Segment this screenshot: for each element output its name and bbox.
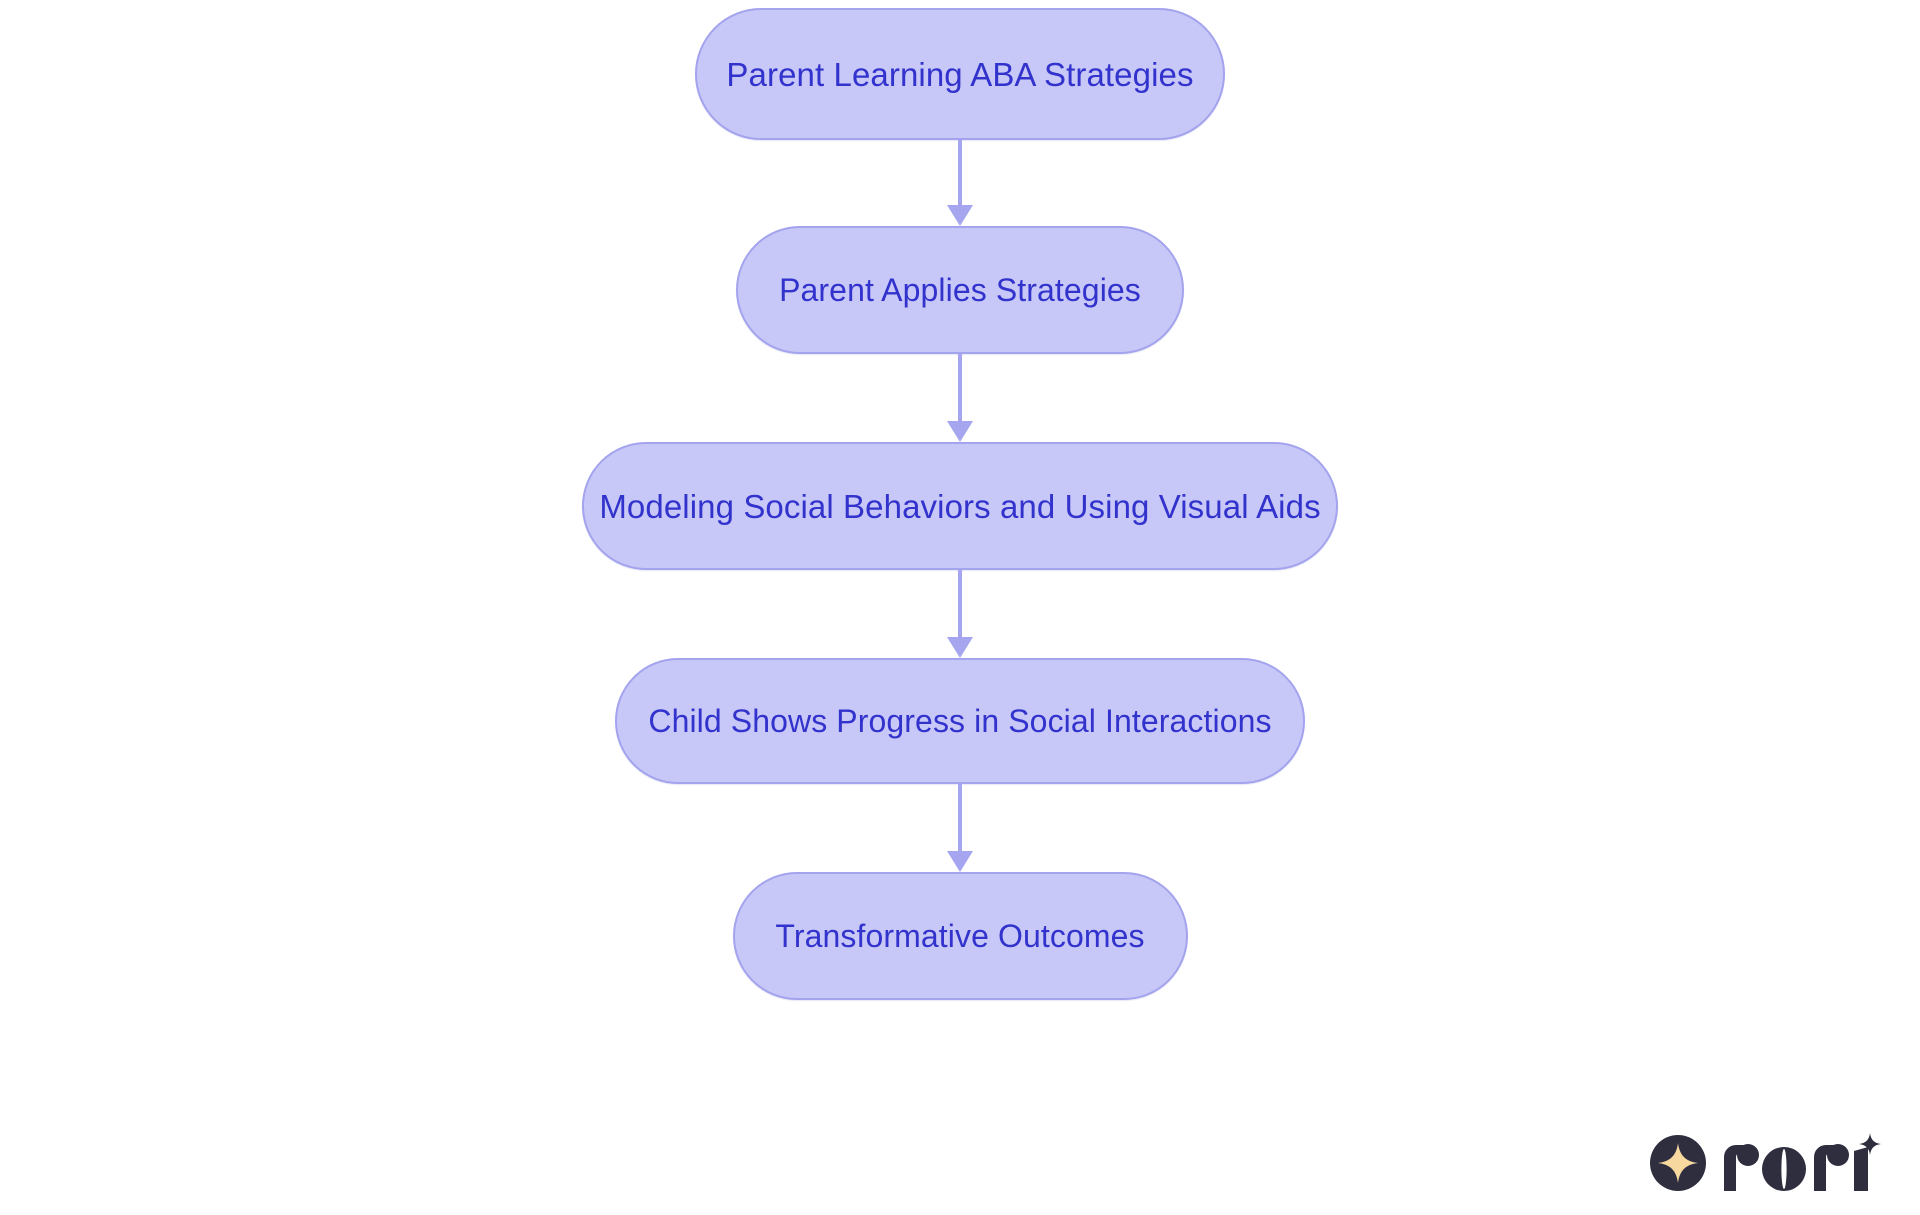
flow-node-child-shows-progress[interactable]: Child Shows Progress in Social Interacti… bbox=[615, 658, 1305, 784]
flowchart: Parent Learning ABA Strategies Parent Ap… bbox=[0, 8, 1920, 1000]
flow-arrow-n3-to-n4 bbox=[947, 570, 973, 658]
arrow-line bbox=[958, 354, 962, 422]
arrow-head-icon bbox=[947, 205, 973, 226]
flow-node-label: Transformative Outcomes bbox=[775, 918, 1145, 954]
rori-wordmark bbox=[1724, 1133, 1881, 1191]
flow-arrow-n1-to-n2 bbox=[947, 140, 973, 226]
flow-arrow-n4-to-n5 bbox=[947, 784, 973, 872]
flow-node-label: Parent Learning ABA Strategies bbox=[726, 55, 1194, 93]
rori-star-badge-icon bbox=[1650, 1135, 1706, 1191]
flow-node-modeling-social-behaviors[interactable]: Modeling Social Behaviors and Using Visu… bbox=[582, 442, 1338, 570]
flow-node-parent-applies-strategies[interactable]: Parent Applies Strategies bbox=[736, 226, 1184, 354]
arrow-line bbox=[958, 140, 962, 206]
flow-arrow-n2-to-n3 bbox=[947, 354, 973, 442]
flow-node-label: Parent Applies Strategies bbox=[779, 272, 1141, 308]
flow-node-label: Modeling Social Behaviors and Using Visu… bbox=[599, 487, 1321, 525]
flow-node-parent-learning-aba-strategies[interactable]: Parent Learning ABA Strategies bbox=[695, 8, 1225, 140]
flow-node-label: Child Shows Progress in Social Interacti… bbox=[648, 703, 1272, 739]
arrow-line bbox=[958, 570, 962, 638]
arrow-head-icon bbox=[947, 851, 973, 872]
arrow-line bbox=[958, 784, 962, 852]
arrow-head-icon bbox=[947, 637, 973, 658]
rori-logo bbox=[1648, 1133, 1882, 1193]
flow-node-transformative-outcomes[interactable]: Transformative Outcomes bbox=[732, 872, 1188, 1000]
arrow-head-icon bbox=[947, 421, 973, 442]
